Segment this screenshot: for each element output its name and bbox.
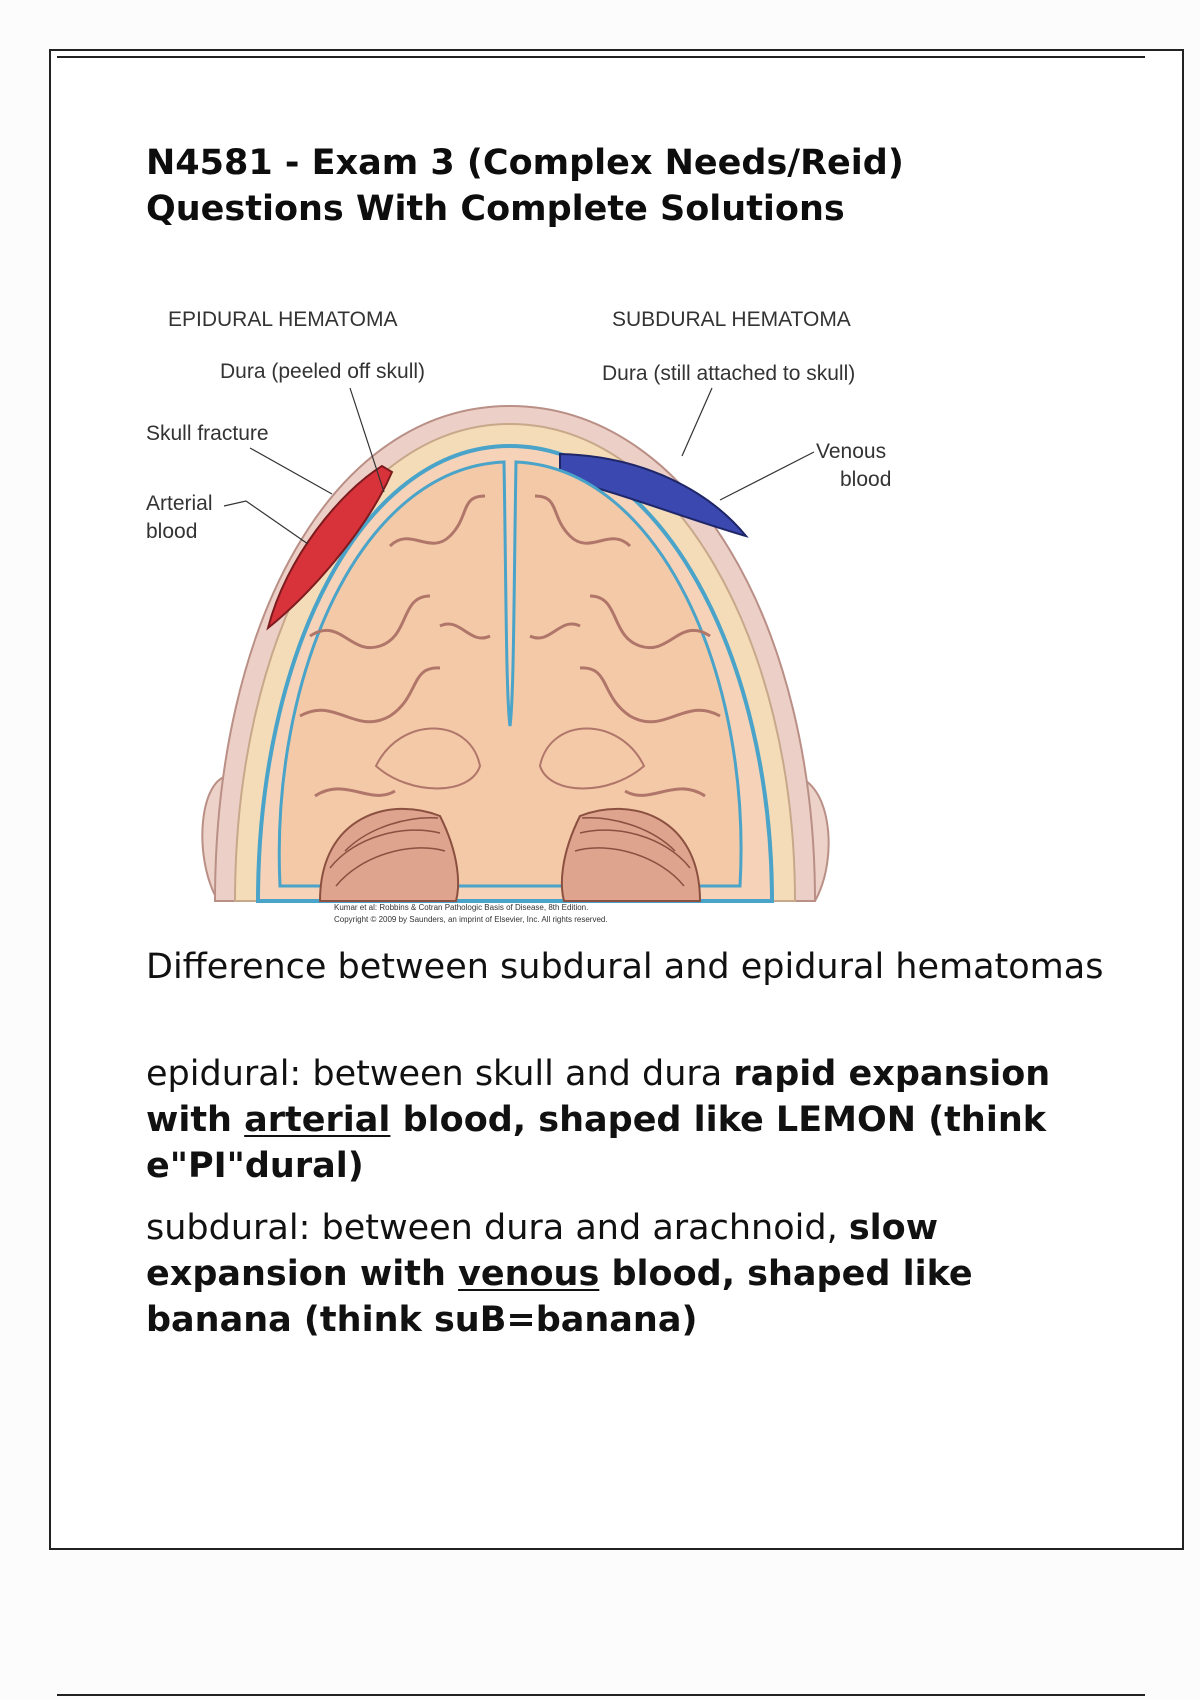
answer-subdural-underlined: venous (458, 1254, 600, 1294)
hematoma-diagram: EPIDURAL HEMATOMA SUBDURAL HEMATOMA Dura… (140, 296, 920, 936)
answer-epidural-underlined: arterial (244, 1100, 391, 1140)
label-skull-fracture: Skull fracture (146, 422, 269, 445)
subdural-hematoma (559, 452, 749, 538)
question-text: Difference between subdural and epidural… (146, 947, 1104, 987)
label-venous-line1: Venous (816, 440, 886, 463)
leader-lines (223, 387, 815, 545)
label-dura-peeled: Dura (peeled off skull) (220, 360, 425, 383)
answer-subdural: subdural: between dura and arachnoid, sl… (146, 1205, 1106, 1343)
answer-epidural-plain: epidural: between skull and dura (146, 1054, 734, 1094)
figure-credit-line1: Kumar et al: Robbins & Cotran Pathologic… (334, 903, 588, 912)
label-arterial-line2: blood (146, 520, 197, 543)
brain (277, 460, 743, 888)
answer-epidural-bold-end: blood, shaped like LEMON (think e"PI"dur… (146, 1100, 1047, 1186)
answer-subdural-plain: subdural: between dura and arachnoid, (146, 1208, 849, 1248)
bottom-rule (57, 1694, 1145, 1696)
temporal-lobe-right (538, 727, 646, 790)
brain-gyri (299, 494, 721, 798)
epidural-heading: EPIDURAL HEMATOMA (168, 308, 397, 331)
cerebellum-right (560, 808, 702, 902)
answer-epidural-bold: rapid expansion with (146, 1054, 1051, 1140)
subdural-heading: SUBDURAL HEMATOMA (612, 308, 851, 331)
answer-subdural-bold: slow expansion with (146, 1208, 939, 1294)
answer-epidural: epidural: between skull and dura rapid e… (146, 1051, 1106, 1189)
label-dura-attached: Dura (still attached to skull) (602, 362, 855, 385)
epidural-hematoma (266, 464, 394, 631)
figure-credit-line2: Copyright © 2009 by Saunders, an imprint… (334, 915, 608, 924)
label-arterial-line1: Arterial (146, 492, 213, 515)
answer-subdural-bold-end: blood, shaped like banana (think suB=ban… (146, 1254, 973, 1340)
top-rule (57, 56, 1145, 58)
label-venous-line2: blood (840, 468, 891, 491)
cerebellum-left (318, 808, 460, 902)
document-title: N4581 - Exam 3 (Complex Needs/Reid) Ques… (146, 143, 904, 229)
temporal-lobe-left (374, 727, 482, 790)
